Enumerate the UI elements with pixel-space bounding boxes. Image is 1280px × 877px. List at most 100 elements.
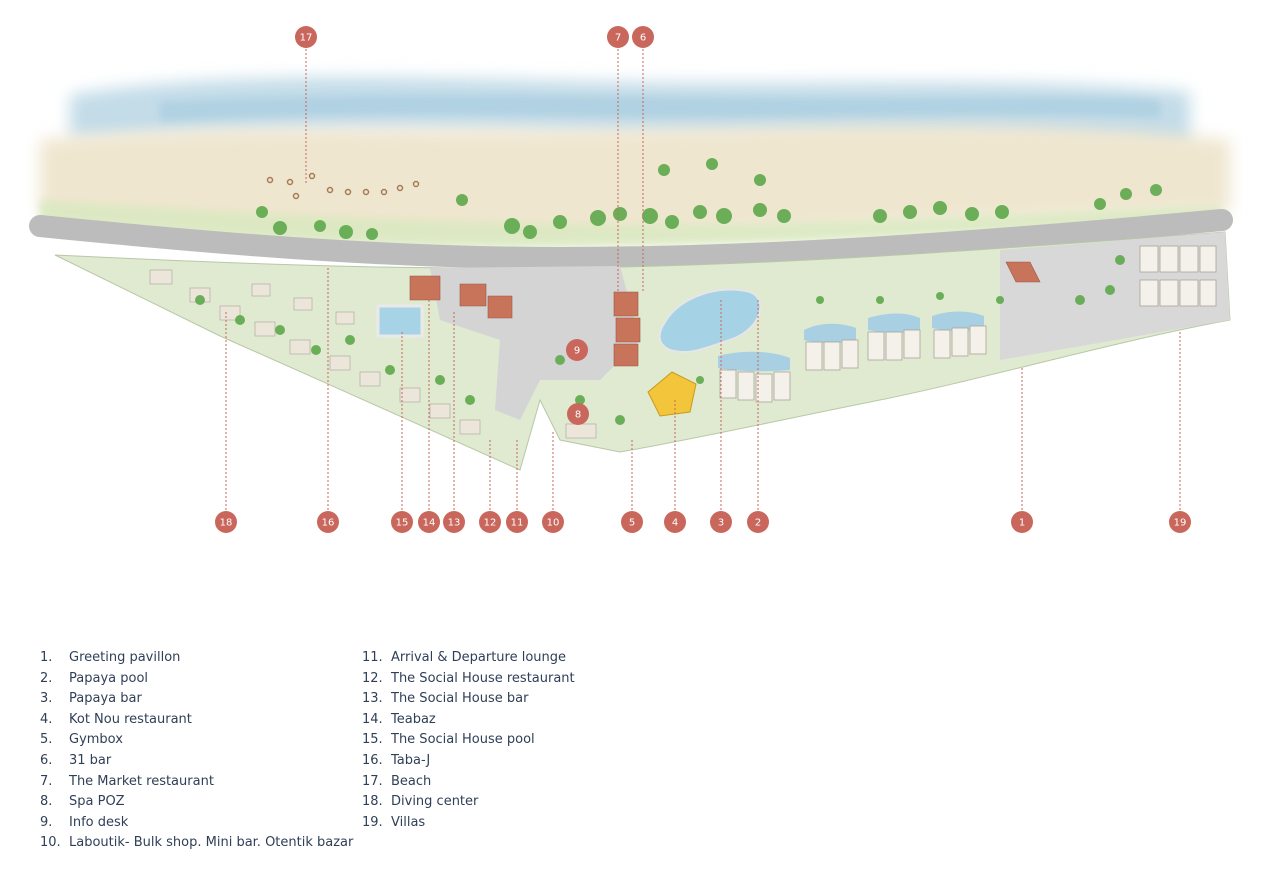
marker-16[interactable]: 16 (317, 511, 339, 533)
legend-item-label: The Social House restaurant (391, 670, 575, 686)
legend-item-number: 5. (40, 732, 53, 748)
legend-item-label: Beach (391, 773, 432, 789)
legend-item-number: 15. (362, 732, 383, 748)
marker-3[interactable]: 3 (710, 511, 732, 533)
beach (40, 126, 1230, 239)
legend-item: 8. Spa POZ (40, 792, 360, 813)
legend-item-number: 4. (40, 711, 53, 727)
legend-item: 13.The Social House bar (362, 689, 662, 710)
marker-number: 4 (672, 518, 678, 529)
legend-item: 14.Teabaz (362, 710, 662, 731)
legend-item-number: 11. (362, 650, 383, 665)
legend-item-label: Villas (391, 814, 426, 830)
legend-item-number: 12. (362, 670, 383, 686)
villa-blocks (719, 245, 1217, 403)
legend-item-label: Papaya bar (69, 691, 142, 707)
trees (195, 158, 1162, 425)
legend-item-number: 14. (362, 711, 383, 727)
papaya-pool (658, 288, 762, 354)
bungalows (149, 269, 597, 439)
marker-1[interactable]: 1 (1011, 511, 1033, 533)
legend-item: 5.Gymbox (40, 730, 360, 751)
marker-circle (391, 511, 413, 533)
leader-lines (225, 37, 1181, 522)
legend-column-2: 11. Arrival & Departure lounge 12. The Soci… (362, 648, 662, 833)
marker-circle (1011, 511, 1033, 533)
legend-item-number: 6. (40, 752, 53, 768)
marker-number: 6 (640, 33, 646, 44)
legend-item-label: Papaya pool (69, 670, 149, 686)
sea-deep (160, 95, 1160, 122)
marker-number: 9 (574, 346, 580, 357)
marker-circle (479, 511, 501, 533)
marker-number: 5 (629, 518, 635, 529)
social-house-pool (376, 304, 424, 338)
marker-number: 17 (300, 33, 313, 44)
legend-item-label: Info desk (69, 814, 129, 830)
main-buildings (409, 261, 1041, 367)
marker-11[interactable]: 11 (506, 511, 528, 533)
legend-item-number: 2. (40, 670, 53, 686)
marker-4[interactable]: 4 (664, 511, 686, 533)
legend-item: 4.Kot Nou restaurant (40, 710, 360, 731)
marker-19[interactable]: 19 (1169, 511, 1191, 533)
legend-item-label: Spa POZ (69, 794, 125, 810)
legend-item: 16. Taba-J (362, 751, 662, 772)
marker-10[interactable]: 10 (542, 511, 564, 533)
marker-circle (295, 26, 317, 48)
marker-circle (664, 511, 686, 533)
legend-item-number: 16. (362, 752, 383, 768)
marker-5[interactable]: 5 (621, 511, 643, 533)
legend-item-label: Greeting pavillon (69, 650, 181, 665)
legend-item-number: 1. (40, 650, 53, 665)
legend-item: 6.31 bar (40, 751, 360, 772)
marker-18[interactable]: 18 (215, 511, 237, 533)
marker-number: 18 (220, 518, 233, 529)
legend-item-label: Taba-J (391, 752, 431, 768)
legend-item: 18. Diving center (362, 792, 662, 813)
coastal-road (29, 209, 1233, 270)
marker-circle (566, 339, 588, 361)
marker-9[interactable]: 9 (566, 339, 588, 361)
marker-number: 19 (1174, 518, 1187, 529)
marker-number: 11 (511, 518, 524, 529)
marker-14[interactable]: 14 (418, 511, 440, 533)
legend-item: 11. Arrival & Departure lounge (362, 648, 662, 669)
marker-8[interactable]: 8 (567, 403, 589, 425)
legend-item-number: 7. (40, 773, 53, 789)
legend-item-number: 18. (362, 794, 383, 810)
marker-number: 15 (396, 518, 409, 529)
marker-number: 2 (755, 518, 761, 529)
legend-item-number: 13. (362, 691, 383, 707)
kot-nou-deck (647, 371, 697, 417)
marker-circle (747, 511, 769, 533)
legend-item-number: 17. (362, 773, 383, 789)
legend-item-label: The Market restaurant (69, 773, 214, 789)
legend-item-label: Laboutik- Bulk shop. Mini bar. Otentik b… (69, 835, 354, 851)
marker-6[interactable]: 6 (632, 26, 654, 48)
legend-item: 2. Papaya pool (40, 669, 360, 690)
marker-7[interactable]: 7 (607, 26, 629, 48)
legend-item: 17. Beach (362, 772, 662, 793)
marker-12[interactable]: 12 (479, 511, 501, 533)
legend-item-label: Diving center (391, 794, 479, 810)
marker-17[interactable]: 17 (295, 26, 317, 48)
marker-13[interactable]: 13 (443, 511, 465, 533)
legend-item: 7. The Market restaurant (40, 772, 360, 793)
legend-item: 15.The Social House pool (362, 730, 662, 751)
legend-item-number: 8. (40, 794, 53, 810)
legend-item-label: Arrival & Departure lounge (391, 650, 567, 665)
legend-item: 10.Laboutik- Bulk shop. Mini bar. Otenti… (40, 833, 360, 854)
marker-circle (621, 511, 643, 533)
marker-circle (1169, 511, 1191, 533)
marker-number: 13 (448, 518, 461, 529)
marker-2[interactable]: 2 (747, 511, 769, 533)
marker-15[interactable]: 15 (391, 511, 413, 533)
marker-circle (317, 511, 339, 533)
marker-circle (418, 511, 440, 533)
marker-circle (215, 511, 237, 533)
marker-number: 16 (322, 518, 335, 529)
